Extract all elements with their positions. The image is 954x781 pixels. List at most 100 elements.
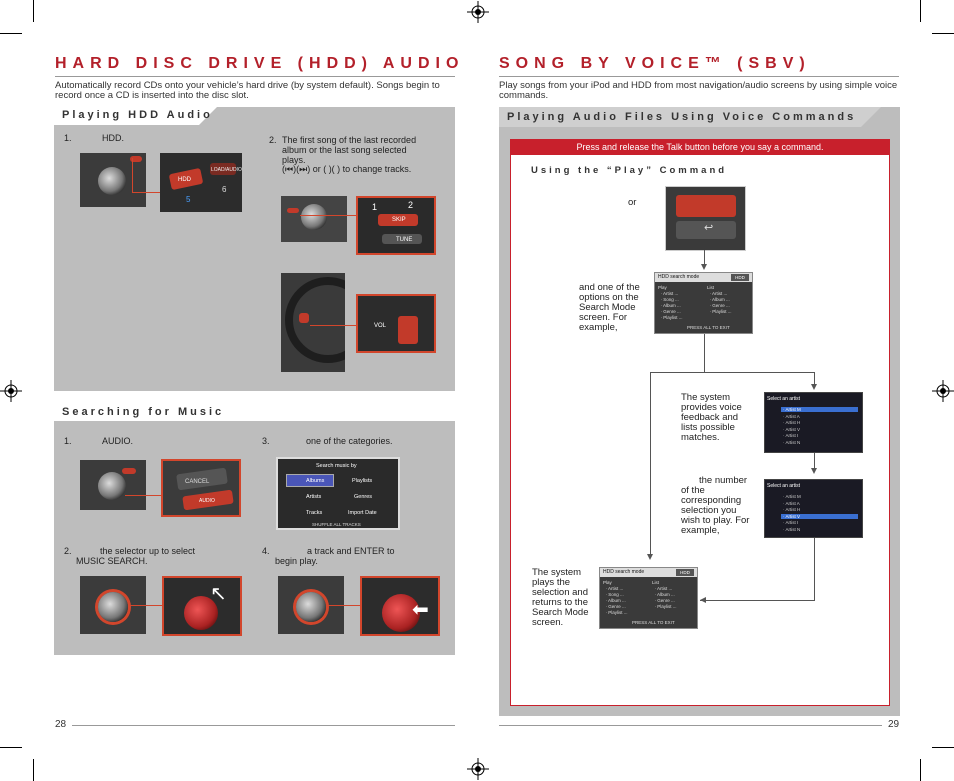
plays-text: The system plays the selection and retur… — [532, 567, 589, 628]
hdd-button-label: HDD — [178, 177, 191, 183]
step-number: 2. — [64, 546, 72, 556]
hdd-highlight — [130, 156, 142, 162]
registration-mark — [932, 380, 954, 402]
step-number: 4. — [262, 546, 270, 556]
flow-line — [704, 250, 705, 264]
footer-rule — [499, 725, 882, 726]
callout-line — [300, 215, 356, 216]
section-heading: Playing HDD Audio — [62, 109, 213, 121]
step-text: HDD. — [102, 133, 124, 143]
artist-list-item[interactable]: · Artist H — [783, 420, 801, 425]
list-column: List · Artist ... · Album ... · Genre ..… — [707, 285, 732, 314]
crop-mark — [0, 747, 22, 748]
registration-mark — [0, 380, 22, 402]
selector-photo: ↖ — [162, 576, 242, 636]
music-search-option[interactable]: Tracks — [306, 510, 323, 516]
enter-knob[interactable] — [382, 594, 420, 632]
music-search-option[interactable]: Import Date — [348, 510, 377, 516]
hdd-search-footer: PRESS ALL TO EXIT — [632, 620, 675, 625]
step-number: 1. — [64, 133, 72, 143]
music-search-option[interactable]: Artists — [306, 494, 322, 500]
flow-line — [814, 538, 815, 600]
artist-list-item[interactable]: · Artist I — [783, 520, 799, 525]
music-search-title: Search music by — [316, 463, 357, 469]
artist-list-item[interactable]: · Artist N — [783, 439, 801, 445]
music-search-screen: Search music by Albums Playlists Artists… — [276, 457, 400, 530]
hdd-button-photo: HDD LOAD/AUDIO 5 6 — [160, 153, 242, 212]
tune-button[interactable] — [382, 234, 422, 244]
section-tab — [54, 105, 219, 125]
cancel-label: CANCEL — [185, 479, 210, 485]
artist-list-item[interactable]: · Artist M — [781, 407, 858, 412]
selector-knob — [296, 592, 326, 622]
skip-buttons-photo: 1 2 SKIP TUNE — [356, 196, 436, 255]
audio-button-photo: CANCEL AUDIO — [161, 459, 241, 517]
talk-banner — [510, 139, 890, 155]
hdd-search-screen-return: HDD search mode HDD Play · Artist ... · … — [599, 567, 698, 629]
callout-line — [125, 495, 161, 496]
seek-highlight — [287, 208, 299, 213]
music-search-option[interactable]: Genres — [354, 494, 373, 500]
callout-line — [132, 158, 133, 192]
page-title-hdd: HARD DISC DRIVE (HDD) AUDIO — [55, 55, 465, 72]
hdd-search-footer: PRESS ALL TO EXIT — [687, 325, 730, 330]
vol-label: VOL — [374, 323, 387, 329]
music-search-option[interactable]: Playlists — [352, 478, 373, 484]
selector-knob[interactable] — [184, 596, 218, 630]
flow-line — [650, 372, 651, 554]
selector-knob — [98, 592, 128, 622]
title-rule — [499, 76, 899, 77]
flow-line — [704, 334, 705, 372]
hdd-search-title: HDD search mode — [655, 273, 752, 282]
intro-text: Automatically record CDs onto your vehic… — [55, 80, 440, 101]
preset-1: 1 — [372, 202, 378, 212]
artist-list-item[interactable]: · Artist H — [783, 507, 801, 512]
title-rule — [55, 76, 455, 77]
section-tab — [54, 401, 219, 421]
artist-list-item[interactable]: · Artist I — [783, 433, 799, 438]
steering-controls-photo: VOL — [356, 294, 436, 353]
artist-list-item[interactable]: · Artist V — [783, 426, 801, 432]
step-number: 2. — [269, 135, 277, 145]
audio-highlight — [122, 468, 136, 474]
albums-option[interactable] — [286, 474, 334, 487]
step-text: The first song of the last recorded albu… — [282, 135, 417, 165]
artist-list-item[interactable]: · Artist M — [783, 494, 801, 499]
flow-line — [814, 453, 815, 468]
hdd-search-title: HDD search mode — [600, 568, 697, 577]
talk-button-photo: ↩ — [665, 186, 746, 251]
steering-button[interactable] — [398, 316, 418, 344]
tune-label: TUNE — [396, 237, 413, 243]
step-text: (⏮)(⏭) or ( )( ) to change tracks. — [282, 164, 412, 174]
registration-mark — [467, 1, 489, 23]
artist-list-screen-selected: Select an artist · Artist M· Artist A· A… — [764, 479, 863, 538]
registration-mark — [467, 758, 489, 780]
artist-list-item[interactable]: · Artist A — [783, 500, 800, 506]
artist-list-item[interactable]: · Artist V — [781, 513, 858, 519]
page-number: 28 — [55, 719, 67, 730]
flow-arrow-icon — [701, 264, 707, 270]
artist-list-item[interactable]: · Artist A — [783, 413, 800, 419]
hdd-badge: HDD — [731, 274, 749, 281]
load-audio-button[interactable] — [210, 163, 236, 175]
preset-5: 5 — [186, 195, 191, 204]
callout-line — [326, 605, 360, 606]
crop-mark — [0, 33, 22, 34]
skip-button[interactable] — [378, 214, 418, 226]
talk-button[interactable] — [676, 195, 736, 217]
options-text: and one of the options on the Search Mod… — [579, 282, 640, 333]
volume-knob — [98, 167, 126, 195]
preset-2: 2 — [408, 200, 414, 210]
back-button[interactable] — [676, 221, 736, 239]
flow-arrow-icon — [700, 597, 706, 603]
step-text: the selector up to select MUSIC SEARCH. — [76, 546, 196, 566]
section-tab — [499, 107, 881, 127]
steering-wheel — [285, 277, 345, 363]
flow-arrow-icon — [811, 384, 817, 390]
callout-line — [310, 325, 356, 326]
talk-banner-text: Press and release the Talk button before… — [576, 142, 824, 152]
step-text: a track and ENTER to begin play. — [275, 546, 395, 566]
enter-photo: ⬅ — [360, 576, 440, 636]
load-audio-label: LOAD/AUDIO — [211, 167, 242, 173]
artist-list-item[interactable]: · Artist N — [783, 526, 801, 532]
